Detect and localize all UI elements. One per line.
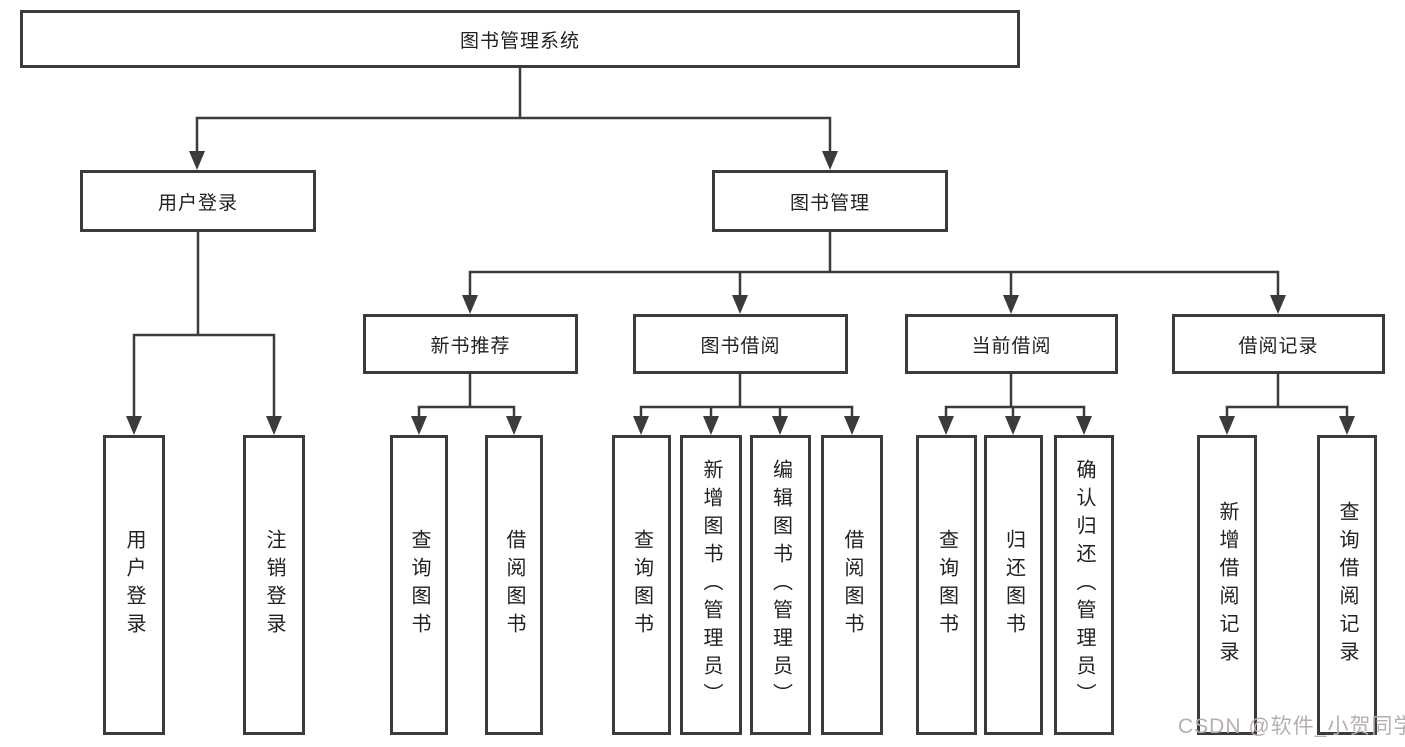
leaf-cb-return-book: 归还图书 (984, 435, 1043, 735)
csdn-watermark: CSDN @软件_小贺同学 (1178, 715, 1405, 738)
leaf-bb-add-book-admin: 新增图书（管理员） (680, 435, 742, 735)
leaf-rec-borrow-book-label: 借阅图书 (503, 529, 525, 641)
leaf-logout-label: 注销登录 (263, 529, 285, 641)
connector-borrow-records (1225, 372, 1349, 419)
leaf-cb-query-book-label: 查询图书 (935, 529, 958, 641)
leaf-user-login-label: 用户登录 (123, 529, 145, 641)
leaf-bb-edit-book-admin: 编辑图书（管理员） (750, 435, 811, 735)
leaf-br-add-record-label: 新增借阅记录 (1216, 501, 1238, 669)
leaf-cb-confirm-return-admin-label: 确认归还（管理员） (1073, 459, 1095, 711)
node-user-login-label: 用户登录 (157, 192, 238, 214)
node-root-label: 图书管理系统 (459, 30, 580, 52)
leaf-rec-query-book: 查询图书 (390, 435, 448, 735)
leaf-br-add-record: 新增借阅记录 (1197, 435, 1257, 735)
node-book-borrowing: 图书借阅 (633, 314, 848, 374)
leaf-cb-confirm-return-admin: 确认归还（管理员） (1054, 435, 1114, 735)
leaf-cb-return-book-label: 归还图书 (1002, 529, 1025, 641)
leaf-bb-edit-book-admin-label: 编辑图书（管理员） (769, 459, 792, 711)
node-new-book-recommend: 新书推荐 (363, 314, 578, 374)
node-book-borrowing-label: 图书借阅 (700, 335, 781, 357)
leaf-user-login: 用户登录 (103, 435, 165, 735)
connector-book-mgmt (468, 230, 1280, 298)
leaf-bb-query-book: 查询图书 (612, 435, 671, 735)
leaf-rec-query-book-label: 查询图书 (408, 529, 430, 641)
node-current-borrowing-label: 当前借阅 (971, 335, 1052, 357)
node-new-book-recommend-label: 新书推荐 (430, 335, 511, 357)
leaf-bb-query-book-label: 查询图书 (630, 529, 653, 641)
leaf-bb-borrow-book: 借阅图书 (821, 435, 883, 735)
connector-book-borrow (639, 372, 854, 419)
node-root: 图书管理系统 (20, 10, 1020, 68)
node-book-management: 图书管理 (712, 170, 948, 232)
node-user-login: 用户登录 (80, 170, 316, 232)
leaf-br-query-record: 查询借阅记录 (1317, 435, 1377, 735)
leaf-br-query-record-label: 查询借阅记录 (1336, 501, 1358, 669)
connector-new-book-rec (417, 372, 516, 419)
node-current-borrowing: 当前借阅 (905, 314, 1118, 374)
node-borrowing-records-label: 借阅记录 (1238, 335, 1319, 357)
connector-user-login (132, 230, 276, 419)
node-book-management-label: 图书管理 (789, 192, 870, 214)
leaf-cb-query-book: 查询图书 (916, 435, 977, 735)
node-borrowing-records: 借阅记录 (1172, 314, 1385, 374)
connector-current-borrow (944, 372, 1086, 419)
leaf-bb-borrow-book-label: 借阅图书 (841, 529, 863, 641)
leaf-logout: 注销登录 (243, 435, 305, 735)
connector-root (195, 65, 832, 154)
leaf-rec-borrow-book: 借阅图书 (485, 435, 543, 735)
leaf-bb-add-book-admin-label: 新增图书（管理员） (700, 459, 722, 711)
arrowheads (126, 151, 1355, 435)
